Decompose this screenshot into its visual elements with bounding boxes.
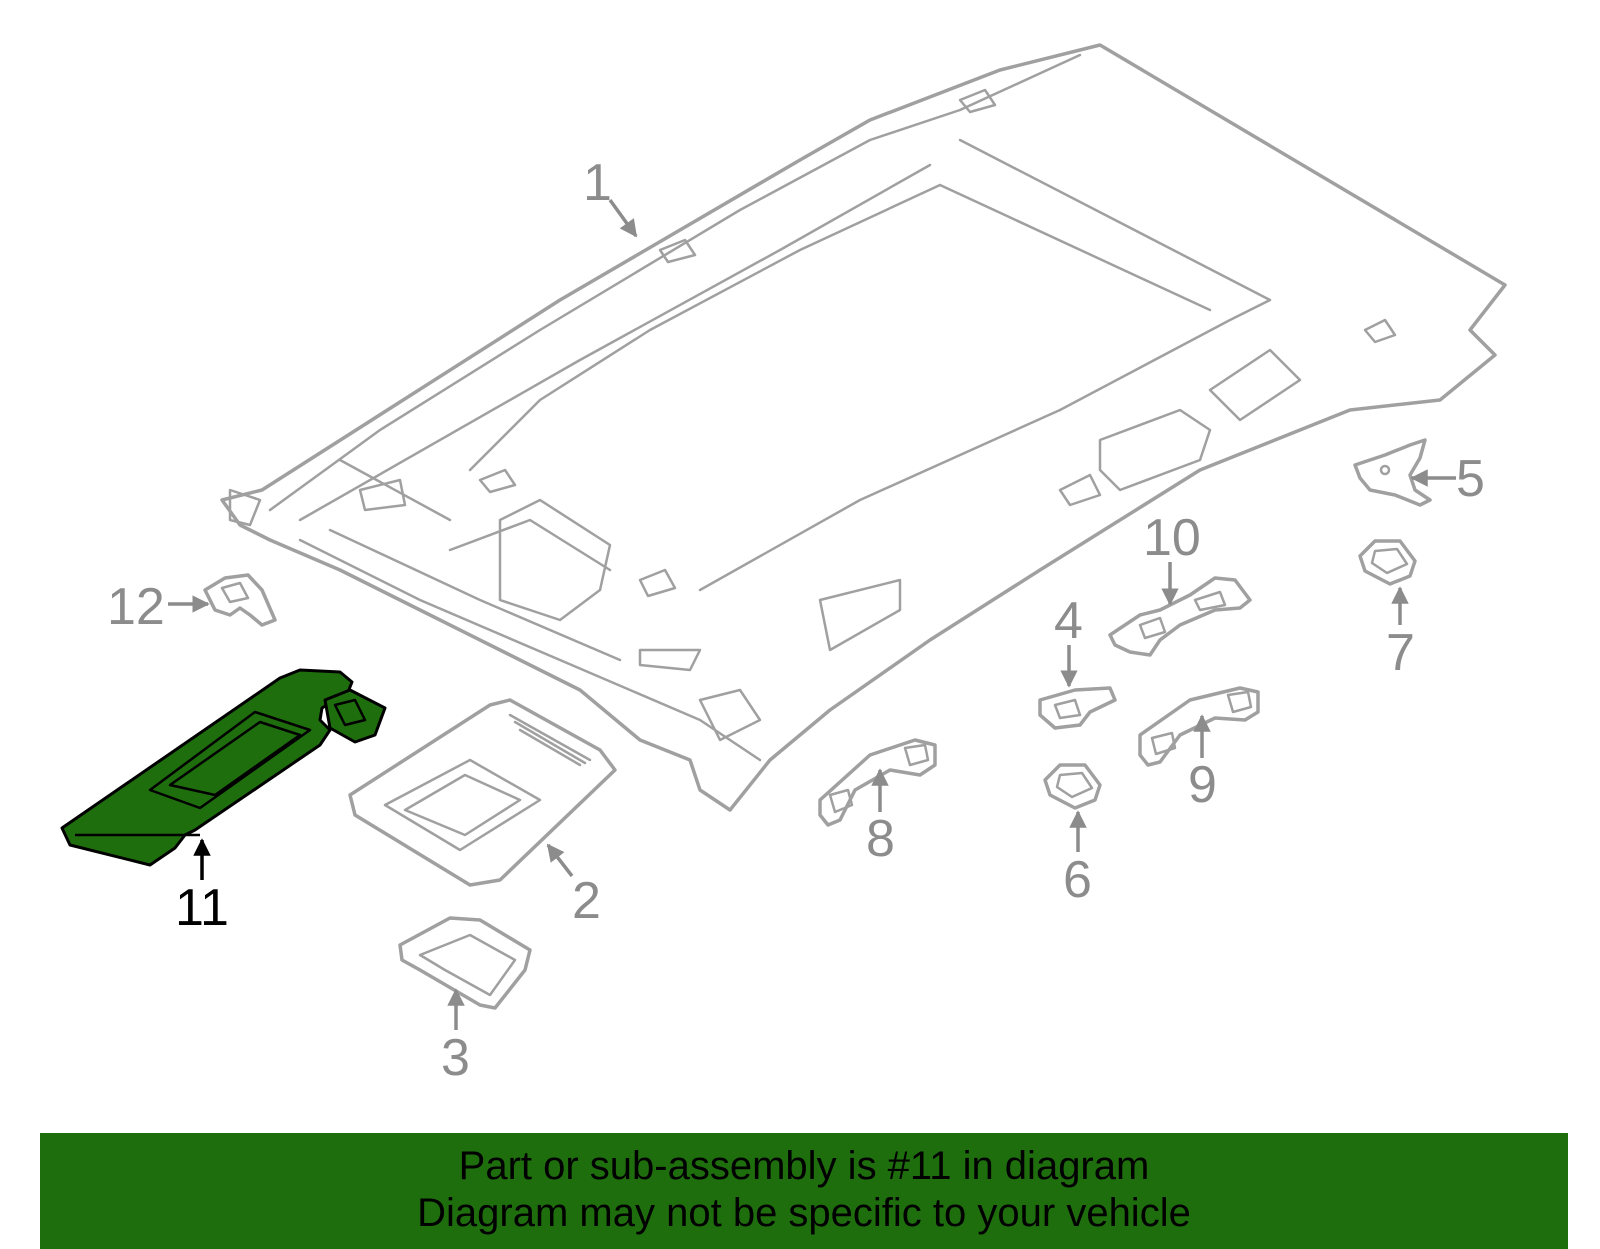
callout-3: 3: [441, 1029, 470, 1087]
callout-labels: 1 2 3 4 5 6 7 8 9 10 11 12: [107, 154, 1485, 1087]
callout-11: 11: [175, 879, 229, 937]
headliner-part-1[interactable]: [220, 43, 1507, 812]
callout-1: 1: [583, 154, 612, 212]
info-banner: Part or sub-assembly is #11 in diagram D…: [40, 1133, 1568, 1249]
clip-part-4[interactable]: [1038, 686, 1117, 730]
callout-10: 10: [1143, 509, 1201, 567]
bracket-part-12[interactable]: [203, 573, 277, 627]
callout-8: 8: [866, 810, 895, 868]
cap-part-6[interactable]: [1043, 763, 1102, 810]
wiring-clip-part-10[interactable]: [1108, 576, 1252, 657]
callout-2: 2: [572, 872, 601, 930]
callout-4: 4: [1054, 592, 1083, 650]
arrow-2: [546, 843, 574, 878]
overhead-console-part-2[interactable]: [348, 698, 617, 887]
callout-6: 6: [1063, 851, 1092, 909]
callout-12: 12: [107, 578, 165, 636]
sun-visor-part-11[interactable]: [60, 668, 387, 867]
callout-7: 7: [1386, 624, 1415, 682]
bracket-part-5[interactable]: [1353, 438, 1432, 507]
grab-handle-part-8[interactable]: [818, 738, 937, 827]
banner-line-2: Diagram may not be specific to your vehi…: [417, 1191, 1191, 1235]
grab-handle-part-9[interactable]: [1138, 686, 1260, 767]
callout-9: 9: [1188, 756, 1217, 814]
trim-cover-part-3[interactable]: [398, 916, 532, 1010]
banner-line-1: Part or sub-assembly is #11 in diagram: [458, 1144, 1150, 1188]
leader-arrows: [168, 198, 1456, 1030]
cap-part-7[interactable]: [1358, 539, 1417, 586]
arrow-1: [608, 198, 638, 238]
callout-5: 5: [1456, 450, 1485, 508]
